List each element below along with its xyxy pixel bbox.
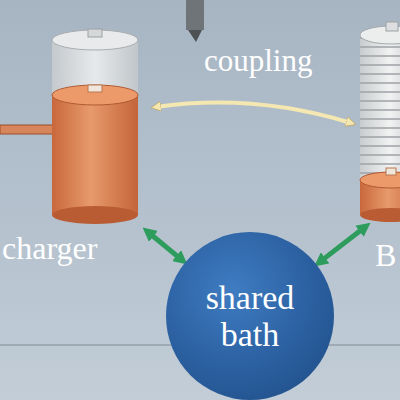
bath-circle: shared bath: [166, 232, 334, 400]
component-node: charger: [0, 15, 150, 270]
charger-cylinder: [0, 29, 138, 224]
node-label: B: [375, 238, 396, 273]
exchange-arrow: [148, 232, 182, 260]
exchange-arrow: [320, 227, 365, 262]
edge-label: coupling: [204, 44, 313, 78]
battery-cylinder: [360, 22, 400, 222]
node-label: shared bath: [190, 279, 310, 354]
node-label: charger: [2, 231, 97, 266]
probe: [186, 0, 204, 42]
coupling-arrow: [156, 103, 351, 123]
component-node: B: [355, 15, 398, 277]
